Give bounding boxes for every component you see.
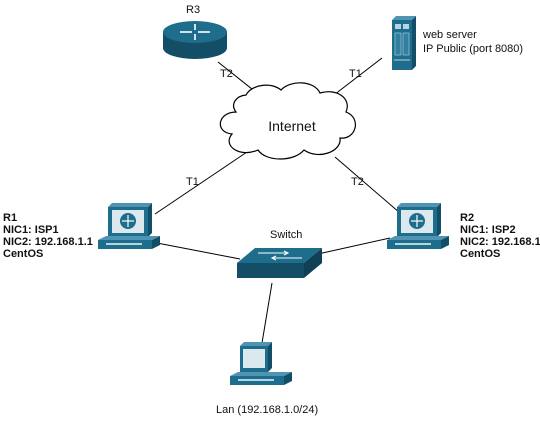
r2-os: CentOS	[460, 248, 500, 260]
link-label-r1-internet: T1	[186, 176, 199, 188]
link-web-internet	[329, 57, 383, 99]
r3-label: R3	[186, 4, 200, 16]
link-label-r3-internet: T2	[220, 68, 233, 80]
link-label-web-internet: T1	[349, 68, 362, 80]
link-switch-lan	[261, 282, 273, 344]
r1-nic2: NIC2: 192.168.1.1	[3, 236, 93, 248]
switch-label: Switch	[270, 229, 302, 241]
r1-os: CentOS	[3, 248, 43, 260]
server-icon	[392, 16, 416, 70]
r2-workstation-icon	[387, 203, 449, 249]
lan-workstation-icon	[230, 342, 292, 385]
internet-label: Internet	[268, 118, 316, 134]
link-r1-switch	[156, 242, 241, 260]
r1-workstation-icon	[98, 203, 160, 249]
internet-cloud-icon	[219, 82, 356, 160]
connections	[154, 57, 401, 344]
switch-icon	[237, 248, 322, 278]
r2-nic1: NIC1: ISP2	[460, 224, 516, 236]
link-r1-internet	[154, 149, 251, 215]
lan-label: Lan (192.168.1.0/24)	[216, 404, 318, 416]
web-server-name: web server	[422, 29, 477, 41]
link-r2-internet	[334, 156, 401, 214]
r2-nic2: NIC2: 192.168.1.2	[460, 236, 540, 248]
r1-name: R1	[3, 212, 17, 224]
r1-nic1: NIC1: ISP1	[3, 224, 59, 236]
r2-name: R2	[460, 212, 474, 224]
link-label-r2-internet: T2	[351, 176, 364, 188]
web-server-ip: IP Public (port 8080)	[423, 43, 523, 55]
link-r2-switch	[317, 237, 391, 255]
router-icon	[163, 21, 227, 59]
